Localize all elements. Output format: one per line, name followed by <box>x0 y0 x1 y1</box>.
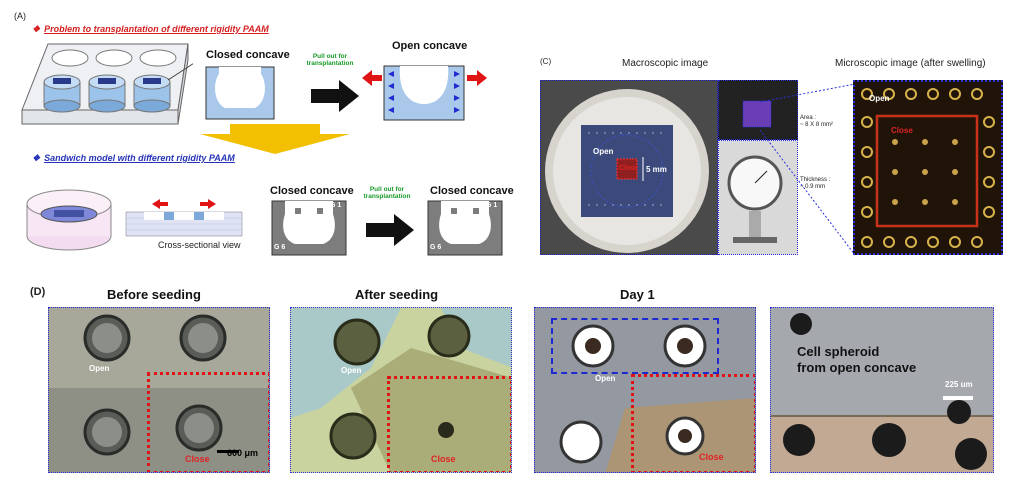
spheroid-photo: Cell spheroid from open concave 225 um <box>770 307 994 473</box>
micro-title: Microscopic image (after swelling) <box>835 58 986 69</box>
gel-square-photo <box>719 81 797 139</box>
g6-label-right: G 6 <box>430 244 442 251</box>
open-concave-label: Open concave <box>392 40 468 52</box>
panel-a-title-1: ❖Problem to transplantation of different… <box>32 24 269 35</box>
sandwich-dish-illustration <box>26 189 112 251</box>
thickness-gauge-photo <box>718 140 798 255</box>
closed-concave-gel-diagram-1 <box>271 200 347 256</box>
closed-concave-bottom-left-label: Closed concave <box>270 185 354 197</box>
micro-open-label: Open <box>869 94 890 103</box>
pull-out-label-top: Pull out for transplantation <box>306 53 354 67</box>
panel-d-letter: (D) <box>30 286 46 298</box>
spheroid-scale-label: 225 um <box>945 380 973 389</box>
day1-title: Day 1 <box>620 287 655 302</box>
before-seeding-title: Before seeding <box>107 287 201 302</box>
pull-out-label-bottom: Pull out for transplantation <box>363 186 411 200</box>
dial-gauge-photo <box>719 141 797 254</box>
close-region-box-2 <box>387 376 511 472</box>
close-label-2: Close <box>431 454 456 464</box>
macro-title: Macroscopic image <box>622 58 709 69</box>
cross-section-label: Cross-sectional view <box>158 240 241 250</box>
closed-concave-top-label: Closed concave <box>206 49 290 61</box>
spheroid-title: Cell spheroid from open concave <box>797 344 917 375</box>
g6-label-left: G 6 <box>274 244 286 251</box>
close-label-1: Close <box>185 454 210 464</box>
close-label-3: Close <box>699 452 724 462</box>
closed-concave-gel-diagram-2 <box>427 200 503 256</box>
after-seeding-image <box>291 308 511 472</box>
spheroid-image <box>771 308 993 472</box>
after-seeding-title: After seeding <box>355 287 439 302</box>
closed-concave-bottom-right-label: Closed concave <box>430 185 514 197</box>
micro-close-label: Close <box>891 126 913 135</box>
bullet-icon: ❖ <box>32 24 41 34</box>
open-region-box-3 <box>551 318 719 374</box>
open-concave-diagram <box>362 65 487 121</box>
after-seeding-photo: Open Close <box>290 307 512 473</box>
panel-a-letter: (A) <box>14 11 26 21</box>
microscopic-photo: Open Close <box>853 80 1003 255</box>
g1-label-left: G 1 <box>330 202 342 209</box>
day1-photo: Open Close <box>534 307 756 473</box>
panel-a-title-1-text: Problem to transplantation of different … <box>44 24 269 34</box>
bullet-icon: ❖ <box>32 153 41 163</box>
cross-section-diagram <box>125 199 243 237</box>
thickness-label: Thickness : ~ 0.9 mm <box>800 177 831 190</box>
area-label: Area : ~ 8 X 8 mm² <box>800 115 833 128</box>
before-seeding-photo: Open Close 600 μm <box>48 307 270 473</box>
petri-dish-photo <box>541 81 717 254</box>
yellow-down-arrow <box>200 124 350 154</box>
micro-grid-photo <box>855 82 1001 253</box>
g1-label-right: G 1 <box>486 202 498 209</box>
panel-a-title-2-text: Sandwich model with different rigidity P… <box>44 153 235 163</box>
big-arrow-right-top <box>311 80 359 112</box>
panel-c-letter: (C) <box>540 57 552 66</box>
big-arrow-right-bottom <box>366 214 414 246</box>
open-label-1: Open <box>89 364 110 373</box>
close-region-box-1 <box>147 372 269 472</box>
zoom-connector-lines <box>760 83 855 256</box>
scale-bar-label: 600 μm <box>227 448 259 458</box>
panel-a-title-2: ❖Sandwich model with different rigidity … <box>32 153 235 164</box>
well-plate-illustration <box>21 43 193 125</box>
gel-photo-small <box>718 80 798 140</box>
macro-close-label: Close <box>619 165 639 172</box>
macro-scale-label: 5 mm <box>646 165 667 174</box>
macro-open-label: Open <box>593 147 614 156</box>
open-label-2: Open <box>341 366 362 375</box>
macroscopic-photo: Open Close 5 mm <box>540 80 718 255</box>
close-region-box-3 <box>631 374 755 472</box>
open-label-3: Open <box>595 374 616 383</box>
closed-concave-top-diagram <box>205 66 275 120</box>
